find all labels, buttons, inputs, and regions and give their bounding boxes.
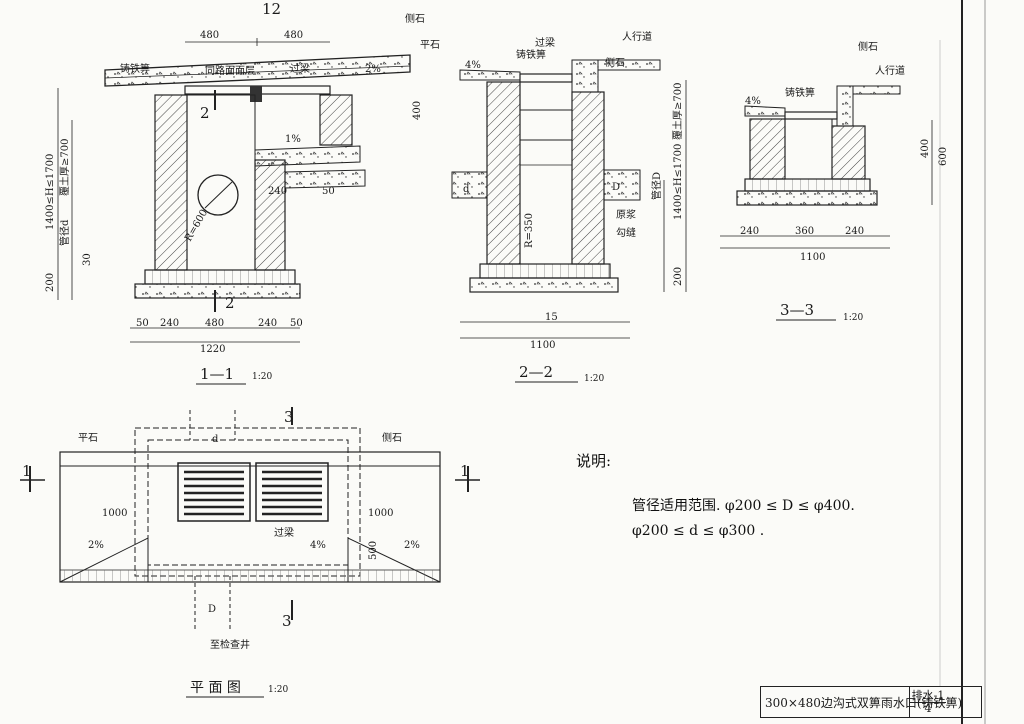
label-beam-plan: 过梁 (274, 526, 294, 539)
label-slope-plan-r: 2% (404, 540, 420, 551)
label-to-inspection-well: 至检查井 (210, 638, 250, 651)
section-2-2 (451, 59, 687, 339)
label-sidewalk-2: 人行道 (875, 64, 905, 77)
marker-3a: 3 (284, 408, 294, 426)
label-slope-road: 2% (365, 64, 381, 75)
depth-5: 覆土厚≥700 (671, 83, 684, 140)
plan-title: 平 面 图 (190, 680, 241, 696)
label-flat-stone: 平石 (420, 40, 440, 51)
label-beam-2: 过梁 (535, 36, 555, 49)
dim-50-l: 50 (136, 318, 149, 329)
dim-1220: 1220 (200, 344, 225, 355)
label-road-surface: 同路面面层 (205, 64, 255, 77)
label-radius-350: R=350 (524, 213, 535, 248)
label-slope-4pct-a: 4% (465, 60, 481, 71)
marker-2a: 2 (200, 104, 210, 122)
marker-12: 12 (262, 0, 281, 18)
label-slope-plan-l: 2% (88, 540, 104, 551)
section-2-scale: 1:20 (584, 374, 604, 384)
section-2-title: 2—2 (519, 363, 553, 381)
depth-4: 1400≤H≤1700 (673, 144, 684, 220)
dim-240-r: 240 (258, 318, 277, 329)
label-sidewalk-1: 人行道 (622, 30, 652, 43)
section-3-scale: 1:20 (843, 313, 863, 323)
label-curb-2: 侧石 (605, 56, 625, 69)
dim-50-r: 50 (290, 318, 303, 329)
label-slope-4pct-b: 4% (745, 96, 761, 107)
dim-30: 30 (82, 253, 93, 266)
notes-heading: 说明: (576, 452, 612, 470)
label-curb-3: 侧石 (858, 40, 878, 53)
dim-1000-right: 1000 (368, 508, 393, 519)
title-block-page: 4 (909, 702, 946, 717)
label-slope-plan-4: 4% (310, 540, 326, 551)
dim-400-2: 400 (412, 101, 423, 120)
dim-630: 50 (322, 186, 335, 197)
marker-3b: 3 (282, 612, 292, 630)
section-3-title: 3—3 (780, 301, 814, 319)
title-block-code: 排水-1 (909, 687, 946, 703)
label-grout: 勾缝 (616, 226, 636, 239)
dim-1000-left: 1000 (102, 508, 127, 519)
section-1-scale: 1:20 (252, 372, 272, 382)
dim-240-3b: 240 (845, 226, 864, 237)
label-pipe-D-2: D (612, 182, 620, 193)
label-plaster: 原浆 (616, 208, 636, 221)
plan-scale: 1:20 (268, 685, 288, 695)
notes-line-1: 管径适用范围. φ200 ≤ D ≤ φ400. (632, 498, 855, 514)
label-cast-iron-grate-3: 铸铁箅 (785, 86, 815, 99)
marker-1b: 1 (460, 462, 470, 480)
dim-600-3: 600 (938, 147, 949, 166)
title-block: 300×480边沟式双箅雨水口(铸铁箅) 排水-1 4 (760, 686, 982, 718)
dim-500-plan: 500 (368, 541, 379, 560)
label-pipe-d-2: d (463, 184, 470, 195)
depth-1: 1400≤H≤1700 (45, 154, 56, 230)
dim-1100-2: 1100 (530, 340, 555, 351)
dim-400-3: 400 (920, 139, 931, 158)
label-curb-plan: 侧石 (382, 431, 402, 444)
dim-240-l: 240 (160, 318, 179, 329)
label-cast-iron-grate: 铸铁箅 (120, 62, 150, 75)
marker-2b: 2 (225, 294, 235, 312)
marker-1a: 1 (22, 462, 32, 480)
label-slope-1pct: 1% (285, 134, 301, 145)
notes-line-2: φ200 ≤ d ≤ φ300 . (632, 523, 765, 539)
label-pipe-d-plan: d (212, 434, 219, 445)
sheet-border (939, 0, 986, 724)
label-curb-stone: 侧石 (405, 12, 425, 25)
dim-1100-3: 1100 (800, 252, 825, 263)
section-3-3 (720, 85, 933, 249)
dim-200-1: 200 (45, 273, 56, 292)
label-beam-1: 过梁 (290, 62, 310, 75)
title-underlines (186, 319, 836, 698)
depth-2: 覆土厚≥700 (58, 139, 71, 196)
dim-240-1: 240 (268, 186, 287, 197)
label-cast-iron-grate-2: 铸铁箅 (516, 48, 546, 61)
dim-480-left: 480 (200, 30, 219, 41)
dim-300: 15 (545, 312, 558, 323)
dim-480-right: 480 (284, 30, 303, 41)
dim-360: 360 (795, 226, 814, 237)
depth-6: 管径D (650, 172, 663, 200)
section-1-title: 1—1 (200, 365, 234, 383)
notes-block: 说明: 管径适用范围. φ200 ≤ D ≤ φ400. φ200 ≤ d ≤ … (576, 450, 855, 539)
label-pipe-D-plan: D (208, 604, 216, 615)
label-flat-stone-plan: 平石 (78, 433, 98, 444)
section-1-1 (57, 38, 411, 343)
dim-240-3a: 240 (740, 226, 759, 237)
dim-480-bottom: 480 (205, 318, 224, 329)
depth-3: 管径d (58, 219, 71, 246)
dim-200-2: 200 (673, 267, 684, 286)
plan-view (20, 407, 480, 630)
title-block-name: 300×480边沟式双箅雨水口(铸铁箅) (765, 696, 963, 710)
